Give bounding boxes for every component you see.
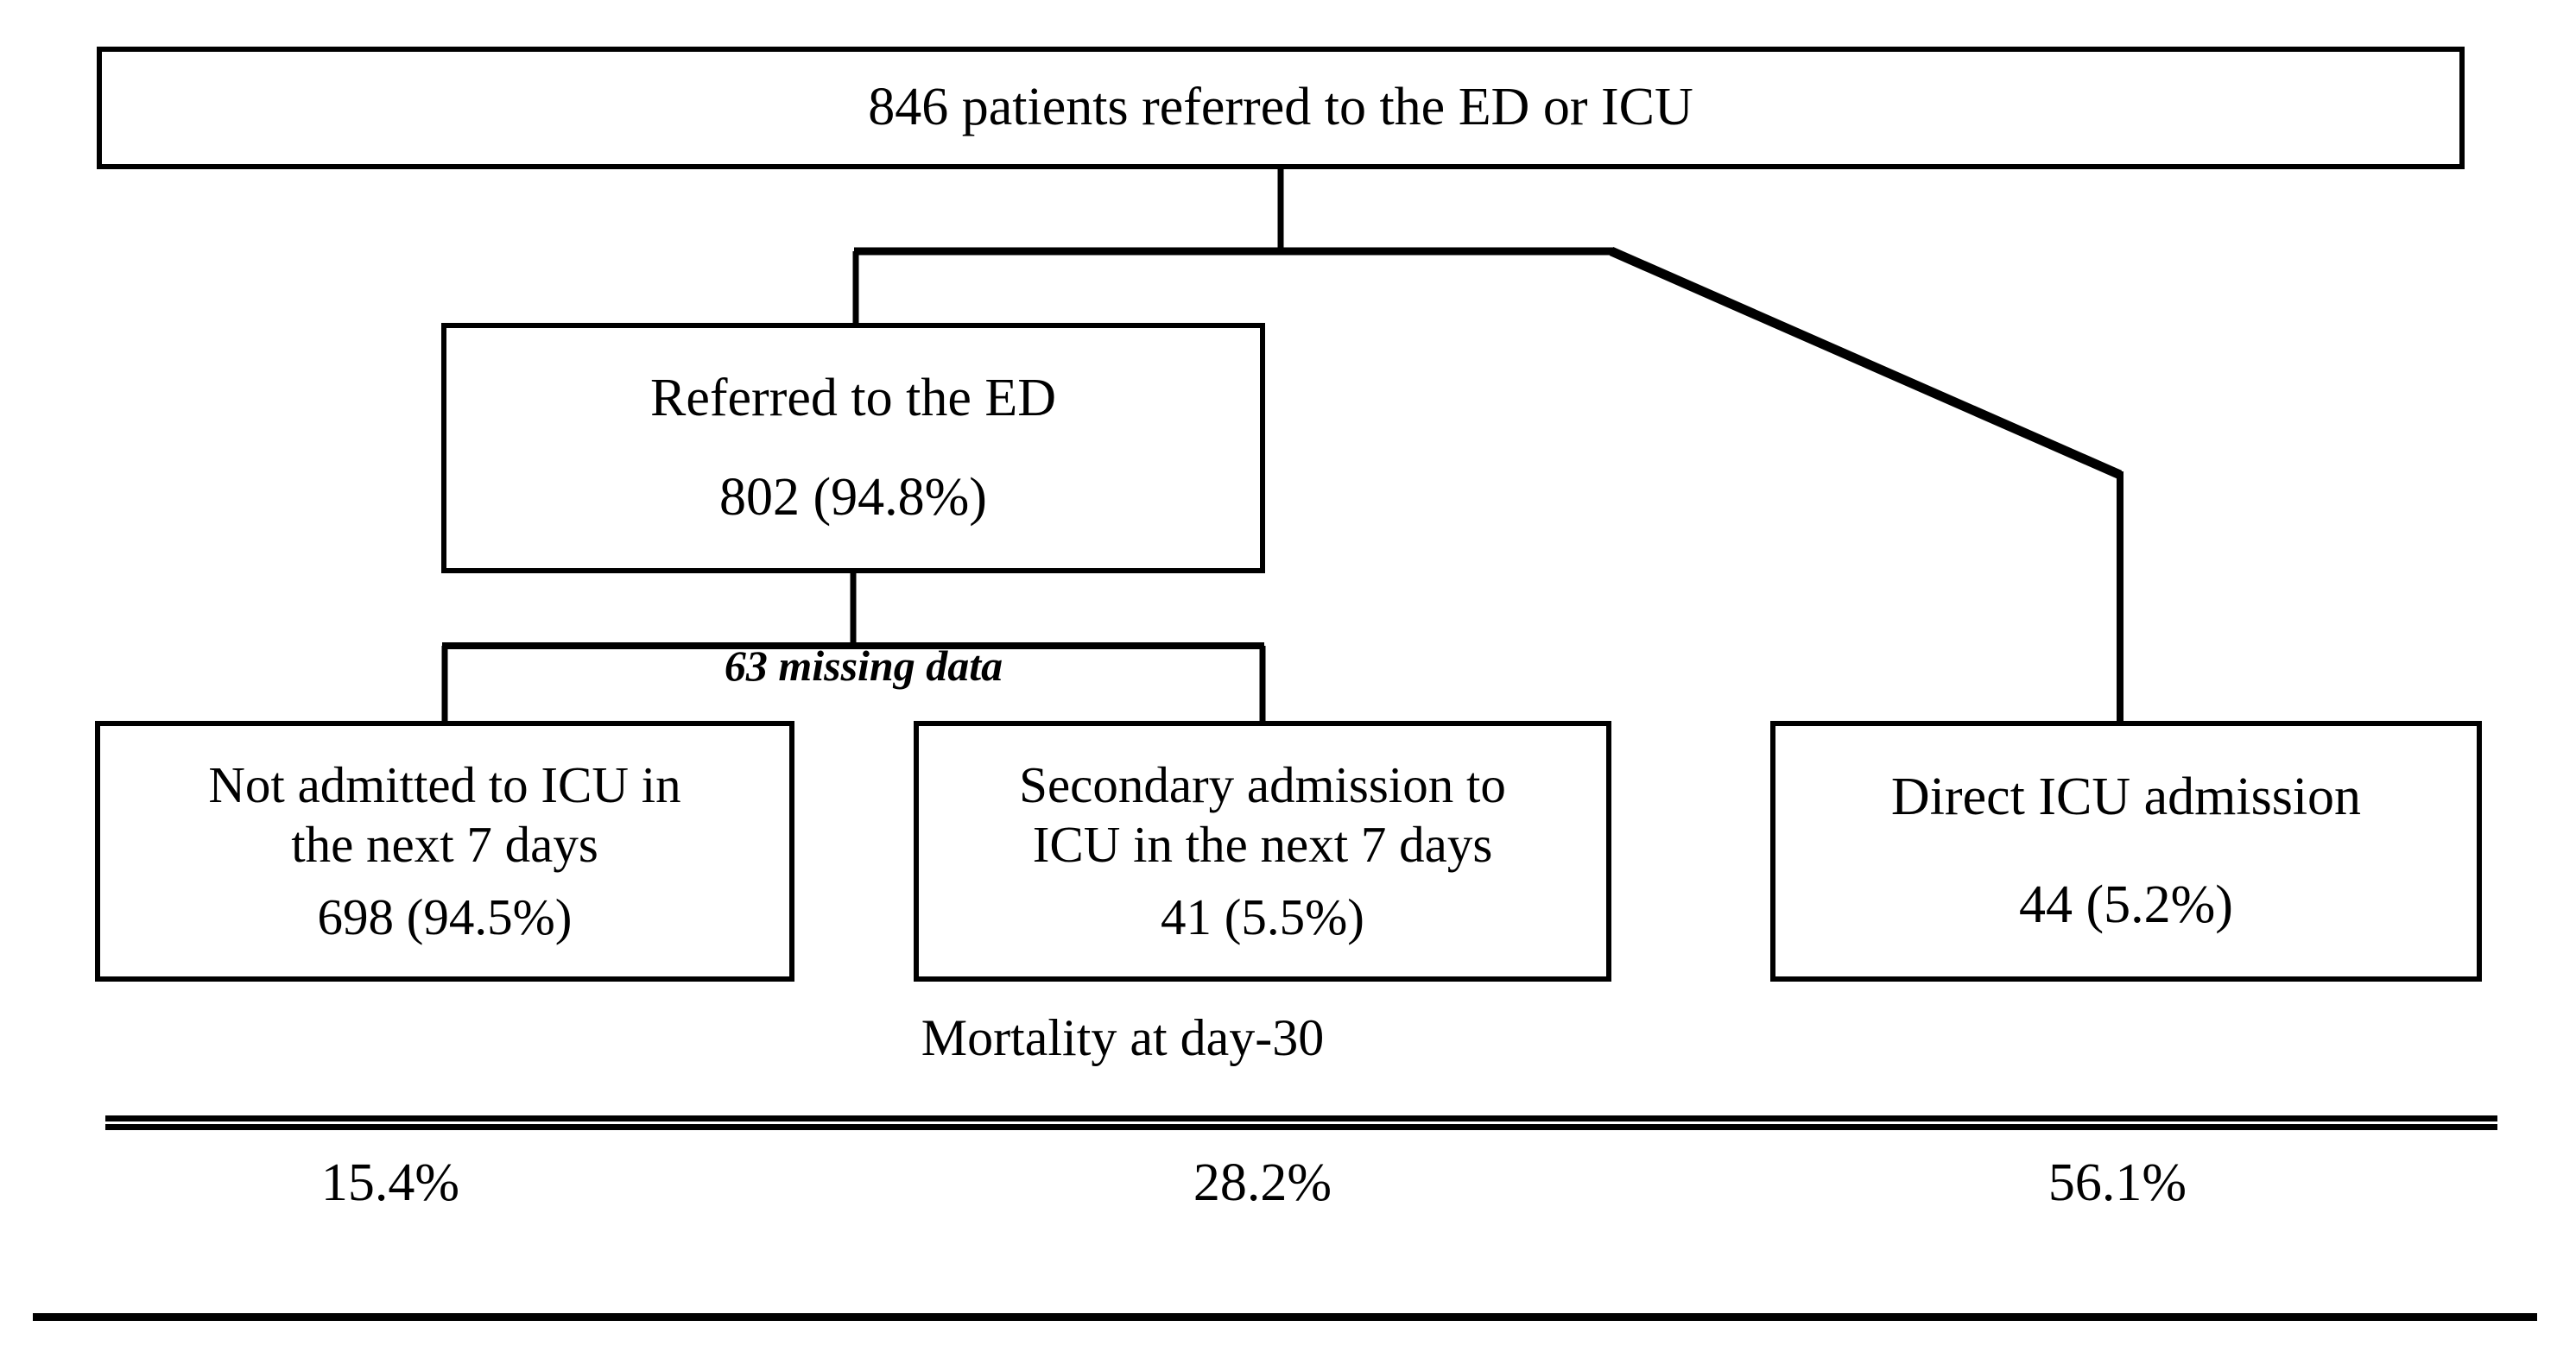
footer-rule (33, 1313, 2537, 1321)
node-root-label: 846 patients referred to the ED or ICU (868, 78, 1693, 137)
connector-split-diagonal (1609, 246, 2123, 480)
mortality-value-secondary-admission: 28.2% (1193, 1153, 1332, 1212)
node-secondary-admission-line2: ICU in the next 7 days (1032, 816, 1493, 874)
node-not-admitted-line2: the next 7 days (291, 816, 598, 874)
node-referred-ed-count: 802 (94.8%) (719, 468, 987, 527)
node-direct-icu[interactable]: Direct ICU admission 44 (5.2%) (1770, 721, 2482, 982)
mortality-values-row: 15.4% 28.2% 56.1% (97, 1153, 2480, 1230)
mortality-value-not-admitted: 15.4% (320, 1153, 460, 1212)
node-direct-icu-count: 44 (5.2%) (2019, 875, 2233, 934)
mortality-double-rule (105, 1115, 2497, 1130)
mortality-value-direct-icu: 56.1% (2048, 1153, 2187, 1212)
node-direct-icu-label: Direct ICU admission (1890, 767, 2362, 826)
node-referred-ed-label: Referred to the ED (650, 368, 1056, 427)
node-not-admitted-count: 698 (94.5%) (317, 888, 573, 945)
node-secondary-admission-count: 41 (5.5%) (1161, 888, 1364, 945)
node-not-admitted[interactable]: Not admitted to ICU in the next 7 days 6… (95, 721, 794, 982)
node-secondary-admission-line1: Secondary admission to (1019, 755, 1506, 813)
node-secondary-admission[interactable]: Secondary admission to ICU in the next 7… (914, 721, 1611, 982)
node-referred-ed[interactable]: Referred to the ED 802 (94.8%) (441, 323, 1265, 573)
mortality-caption: Mortality at day-30 (921, 1009, 1325, 1066)
node-root[interactable]: 846 patients referred to the ED or ICU (97, 47, 2465, 169)
annotation-missing-data: 63 missing data (724, 641, 1003, 690)
node-not-admitted-line1: Not admitted to ICU in (208, 755, 681, 813)
